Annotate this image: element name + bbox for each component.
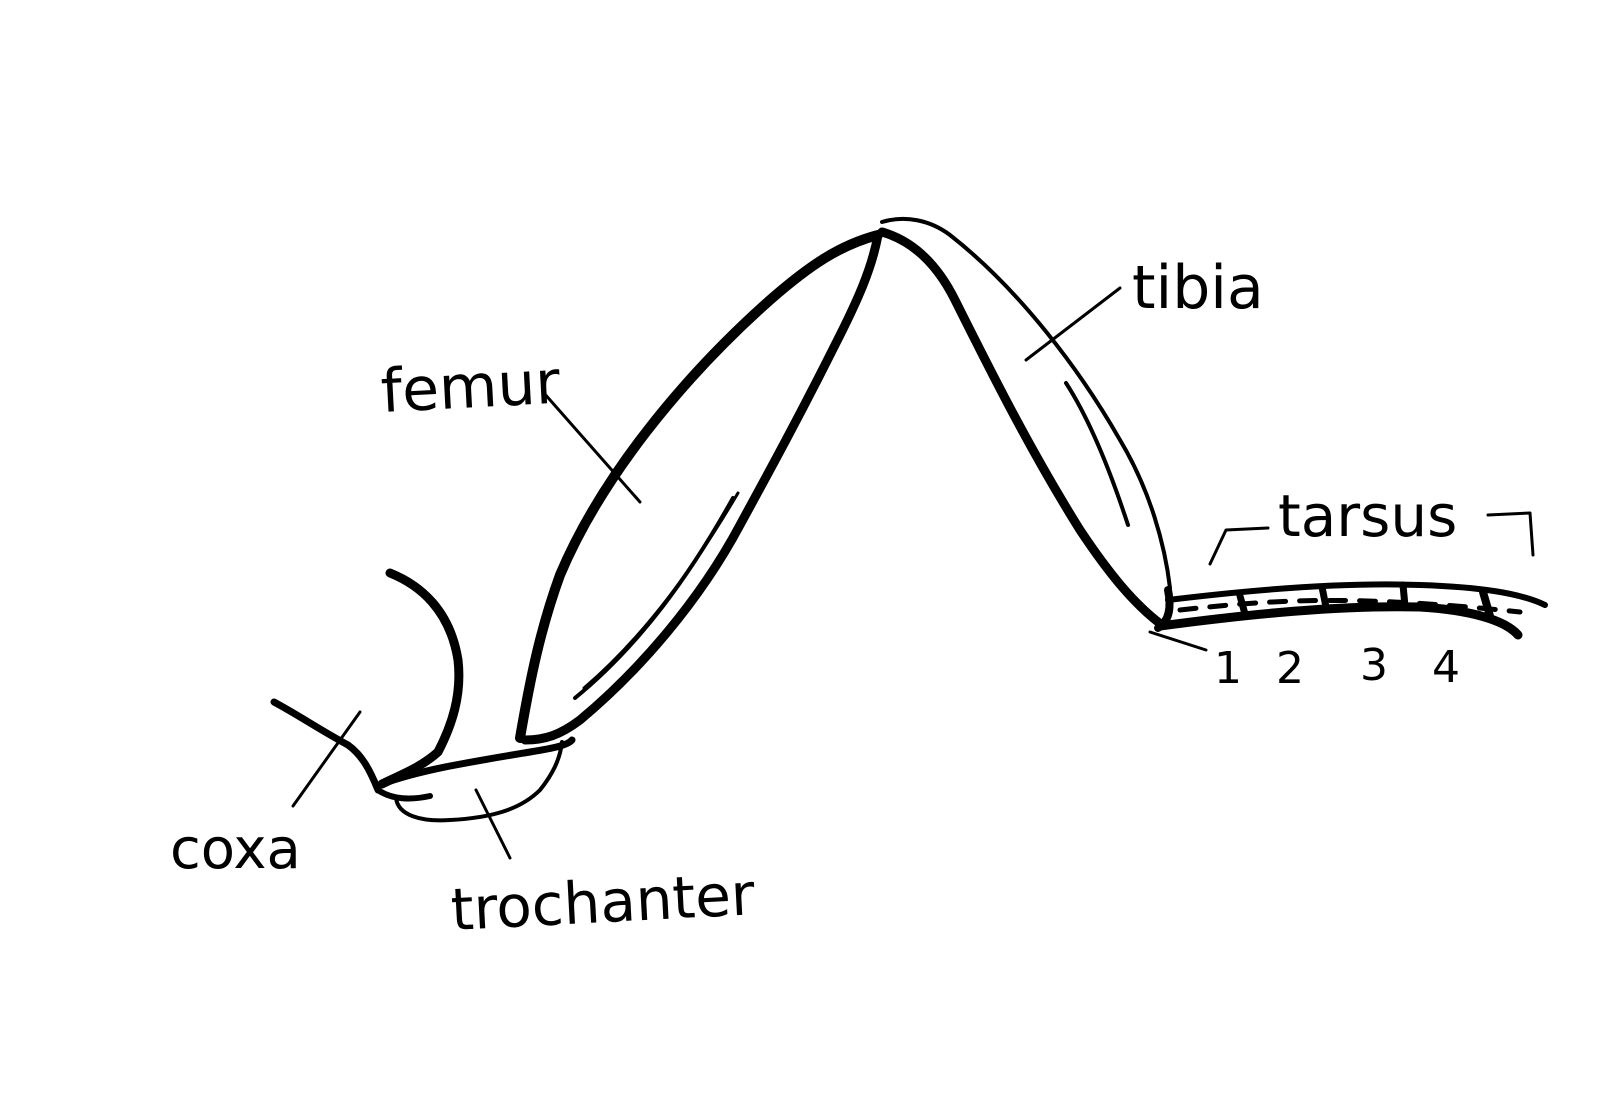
tarsal-number-2: 2 <box>1276 643 1304 694</box>
tarsal-number-3: 3 <box>1360 640 1388 691</box>
trochanter-label: trochanter <box>449 860 756 944</box>
leader-lines <box>291 286 1535 860</box>
femur-label: femur <box>379 348 562 427</box>
tarsal-number-1: 1 <box>1214 643 1242 694</box>
tibia-segment <box>877 216 1174 632</box>
coxa-segment <box>270 568 464 802</box>
tibia-leader <box>1024 286 1122 362</box>
tibia-label: tibia <box>1132 253 1264 323</box>
trochanter-leader <box>474 788 512 860</box>
tarsus-label: tarsus <box>1278 482 1457 550</box>
labels: femur tibia tarsus coxa trochanter 1 2 3… <box>170 253 1460 944</box>
tarsus-bracket-left <box>1208 526 1270 566</box>
coxa-leader <box>291 710 362 808</box>
tarsal-1-leader <box>1148 630 1208 652</box>
tarsus-segment <box>1155 581 1548 640</box>
trochanter-segment <box>378 736 576 823</box>
tarsus-bracket-right <box>1486 511 1535 557</box>
coxa-label: coxa <box>170 817 301 882</box>
tarsal-number-4: 4 <box>1432 642 1460 693</box>
femur-leader <box>541 390 642 504</box>
femur-segment <box>515 230 883 745</box>
